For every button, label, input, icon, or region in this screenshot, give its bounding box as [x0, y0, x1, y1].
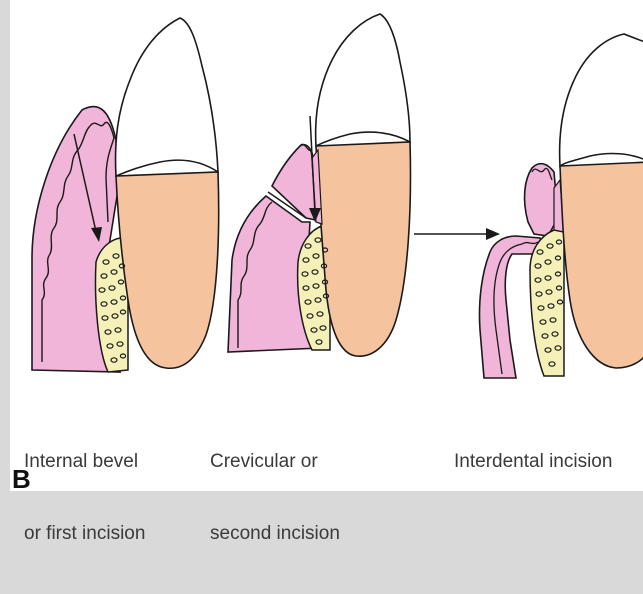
arrow-head-3	[486, 228, 500, 240]
caption-interdental-incision: Interdental incision	[454, 402, 612, 522]
alveolar-bone-3	[530, 230, 564, 376]
panel-interdental	[414, 34, 643, 378]
tooth-crown-1	[116, 18, 218, 176]
tooth-crown-3	[560, 34, 643, 166]
caption-second-line1: Crevicular or	[210, 450, 340, 474]
interdental-tissue-3	[525, 164, 558, 236]
tooth-root-3	[560, 162, 643, 368]
caption-first-incision: Internal bevel or first incision	[24, 402, 145, 594]
tooth-crown-2	[316, 14, 410, 146]
caption-third-line1: Interdental incision	[454, 450, 612, 474]
caption-first-line2: or first incision	[24, 522, 145, 546]
tooth-root-1	[116, 172, 219, 368]
panel-crevicular	[228, 14, 410, 356]
figure-frame: Internal bevel or first incision Crevicu…	[10, 0, 643, 491]
caption-second-line2: second incision	[210, 522, 340, 546]
caption-second-incision: Crevicular or second incision	[210, 402, 340, 594]
panel-letter: B	[12, 466, 31, 492]
caption-first-line1: Internal bevel	[24, 450, 145, 474]
panel-internal-bevel	[32, 18, 219, 372]
